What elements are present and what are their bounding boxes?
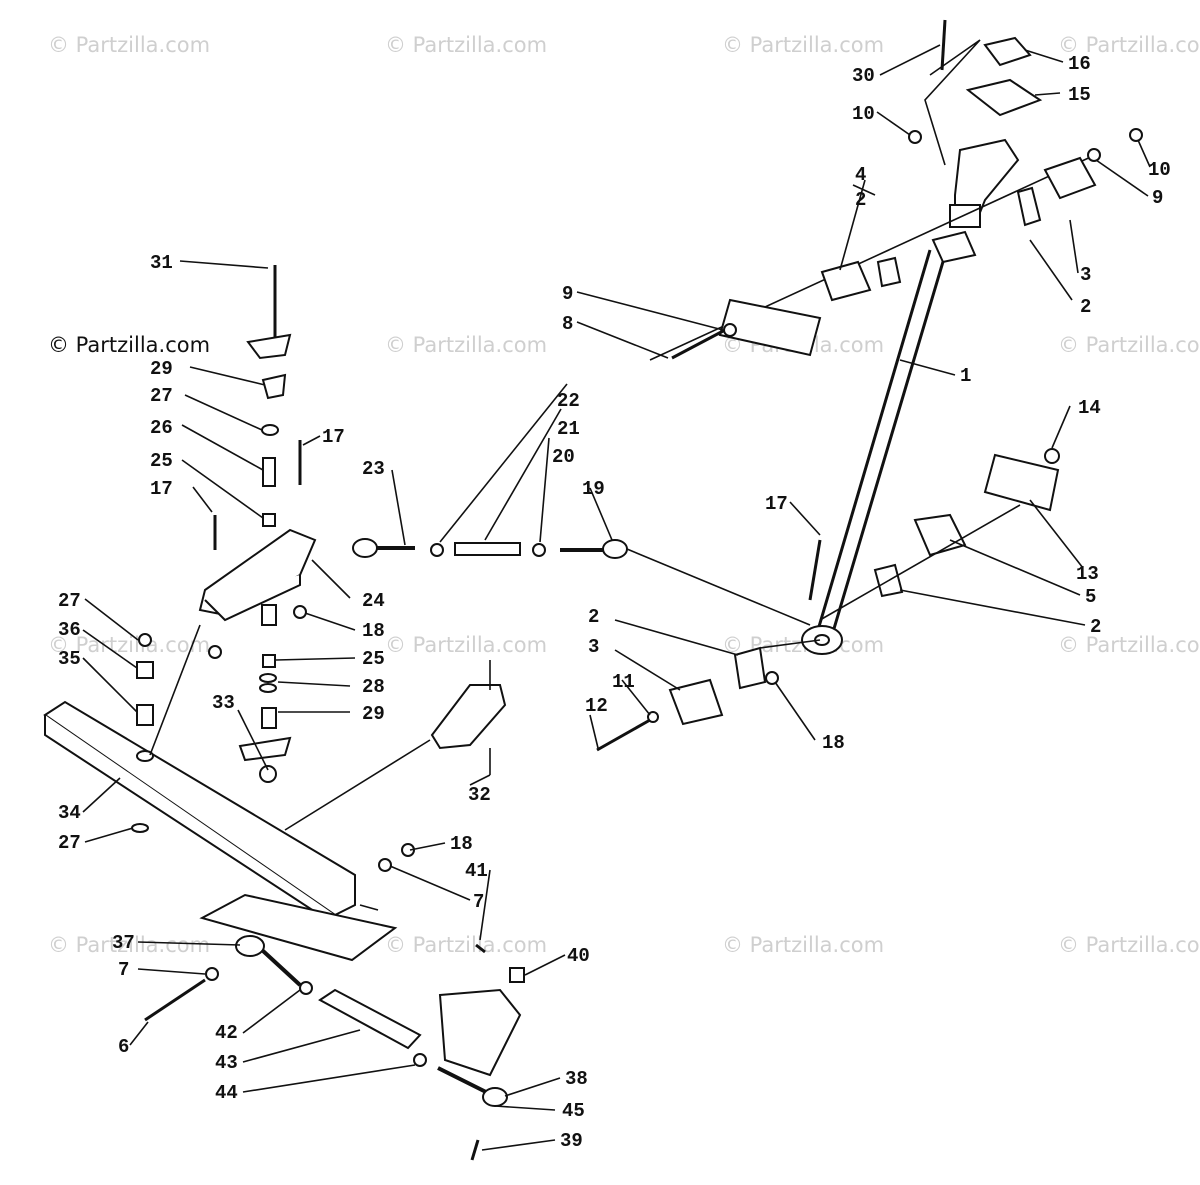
- callout-18: 18: [822, 732, 845, 754]
- callout-27: 27: [150, 385, 173, 407]
- callout-27: 27: [58, 832, 81, 854]
- callout-23: 23: [362, 458, 385, 480]
- callout-5: 5: [1085, 586, 1096, 608]
- callout-4: 4: [855, 164, 866, 186]
- callout-32: 32: [468, 784, 491, 806]
- callout-14: 14: [1078, 397, 1101, 419]
- decal-outline: [199, 893, 398, 962]
- pivot-arm-stack: [198, 265, 317, 783]
- callout-13: 13: [1076, 563, 1099, 585]
- watermark: © Partzilla.com: [385, 633, 547, 657]
- callout-33: 33: [212, 692, 235, 714]
- callout-41: 41: [465, 860, 488, 882]
- callout-26: 26: [150, 417, 173, 439]
- cross-arm: [43, 633, 356, 917]
- callout-2: 2: [1090, 616, 1101, 638]
- callout-3: 3: [1080, 264, 1091, 286]
- callout-35: 35: [58, 648, 81, 670]
- callout-8: 8: [562, 313, 573, 335]
- callout-38: 38: [565, 1068, 588, 1090]
- callout-labels: 1 2 2 2 2 3 3 4 5 6 7 7 8 9 9 10 10 11 1…: [58, 44, 1171, 1152]
- watermark: © Partzilla.com: [1058, 633, 1200, 657]
- callout-31: 31: [150, 252, 173, 274]
- callout-6: 6: [118, 1036, 129, 1058]
- callout-42: 42: [215, 1022, 238, 1044]
- callout-44: 44: [215, 1082, 238, 1104]
- watermark: © Partzilla.com: [1058, 33, 1200, 57]
- callout-40: 40: [567, 945, 590, 967]
- callout-37: 37: [112, 932, 135, 954]
- callout-34: 34: [58, 802, 81, 824]
- break-line: [924, 39, 981, 166]
- watermark: © Partzilla.com: [1058, 933, 1200, 957]
- watermark: © Partzilla.com: [48, 933, 210, 957]
- watermark: © Partzilla.com: [385, 33, 547, 57]
- upper-tie-rod: [352, 538, 811, 626]
- callout-3: 3: [588, 636, 599, 658]
- callout-24: 24: [362, 590, 385, 612]
- callout-1: 1: [960, 365, 971, 387]
- callout-19: 19: [582, 478, 605, 500]
- callout-10: 10: [1148, 159, 1171, 181]
- callout-28: 28: [362, 676, 385, 698]
- pivot-arm-32: [430, 684, 507, 750]
- callout-30: 30: [852, 65, 875, 87]
- callout-29: 29: [150, 358, 173, 380]
- watermark: © Partzilla.com: [48, 633, 210, 657]
- steering-post: [801, 138, 1020, 655]
- callout-22: 22: [557, 390, 580, 412]
- callout-39: 39: [560, 1130, 583, 1152]
- callout-2: 2: [588, 606, 599, 628]
- upper-clamps: [718, 36, 1143, 357]
- callout-18: 18: [450, 833, 473, 855]
- watermark-layer: © Partzilla.com © Partzilla.com © Partzi…: [48, 33, 1200, 957]
- handlebar-axis: [649, 154, 1096, 361]
- steering-assembly-drawing: [43, 19, 1143, 1161]
- watermark: © Partzilla.com: [1058, 333, 1200, 357]
- callout-21: 21: [557, 418, 580, 440]
- callout-10: 10: [852, 103, 875, 125]
- callout-12: 12: [585, 695, 608, 717]
- watermark: © Partzilla.com: [722, 33, 884, 57]
- callout-45: 45: [562, 1100, 585, 1122]
- callout-2: 2: [1080, 296, 1091, 318]
- callout-9: 9: [1152, 187, 1163, 209]
- callout-9: 9: [562, 283, 573, 305]
- callout-27: 27: [58, 590, 81, 612]
- callout-17: 17: [322, 426, 345, 448]
- callout-15: 15: [1068, 84, 1091, 106]
- callout-36: 36: [58, 619, 81, 641]
- callout-29: 29: [362, 703, 385, 725]
- callout-25: 25: [150, 450, 173, 472]
- watermark: © Partzilla.com: [722, 933, 884, 957]
- callout-17: 17: [150, 478, 173, 500]
- callout-17: 17: [765, 493, 788, 515]
- callout-18: 18: [362, 620, 385, 642]
- lower-tie-rod: [144, 843, 525, 1161]
- callout-16: 16: [1068, 53, 1091, 75]
- callout-2: 2: [855, 189, 866, 211]
- callout-7: 7: [118, 959, 129, 981]
- watermark: © Partzilla.com: [385, 933, 547, 957]
- main-watermark: © Partzilla.com: [48, 333, 210, 357]
- callout-43: 43: [215, 1052, 238, 1074]
- callout-7: 7: [473, 891, 484, 913]
- callout-25: 25: [362, 648, 385, 670]
- watermark: © Partzilla.com: [385, 333, 547, 357]
- callout-11: 11: [612, 671, 635, 693]
- watermark: © Partzilla.com: [48, 33, 210, 57]
- callout-20: 20: [552, 446, 575, 468]
